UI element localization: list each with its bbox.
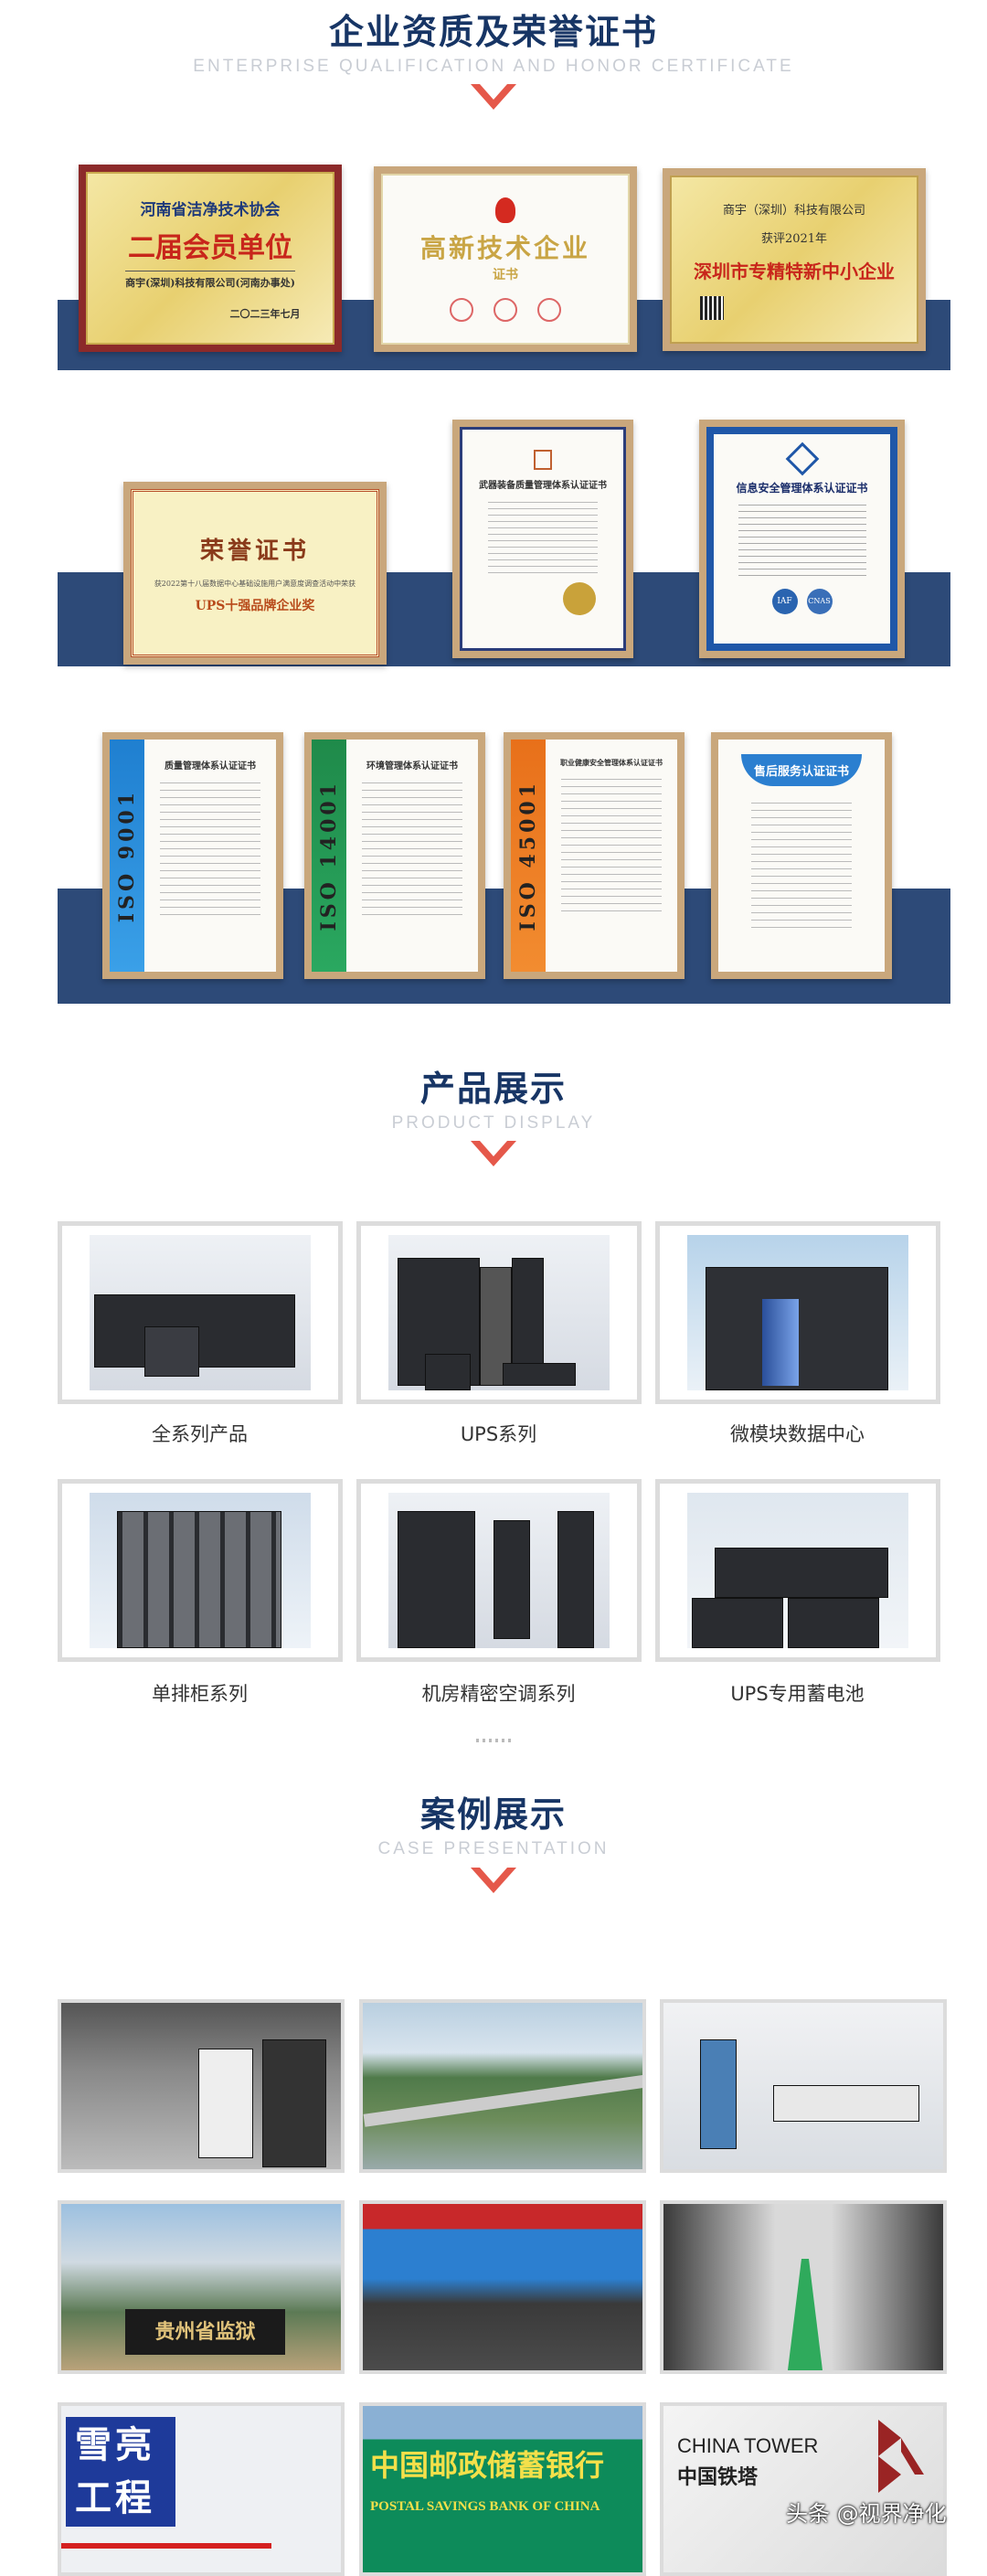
certificate-specialized-sme[interactable]: 商宇（深圳）科技有限公司 获评2021年 深圳市专精特新中小企业 [663,168,926,351]
product-card-all-series[interactable] [58,1221,343,1404]
cert-title: 信息安全管理体系认证证书 [736,482,868,495]
product-label: UPS系列 [460,1423,537,1445]
iso-standard: ISO 45001 [516,780,540,931]
cert-title: 环境管理体系认证证书 [366,761,458,772]
cases-subtitle: CASE PRESENTATION [377,1839,610,1858]
product-card-ups[interactable] [356,1221,642,1404]
cert-body-text [488,502,598,575]
cert-title: 质量管理体系认证证书 [164,761,256,772]
product-card-micro-module[interactable] [655,1221,940,1404]
emblem-icon [495,197,515,223]
case-sign: 雪亮工程 [66,2417,175,2527]
certificate-iso45001[interactable]: ISO 45001 职业健康安全管理体系认证证书 [504,732,685,979]
qr-code-icon [700,295,724,320]
cert-body-text [561,779,662,916]
honors-subtitle: ENTERPRISE QUALIFICATION AND HONOR CERTI… [193,57,794,76]
certificate-weapon-quality[interactable]: 武器装备质量管理体系认证证书 [452,420,633,658]
seal-icon [537,297,561,322]
cnas-logo: CNAS [806,589,833,614]
cert-title: 二届会员单位 [128,231,292,264]
cert-award: UPS十强品牌企业奖 [195,599,315,613]
seal-icon [450,297,473,322]
products-subtitle: PRODUCT DISPLAY [391,1113,596,1133]
cert-line: 获2022第十八届数据中心基础设施用户满意度调查活动中荣获 [154,580,356,588]
divider-dots [476,1739,513,1742]
certificate-iso9001[interactable]: ISO 9001 质量管理体系认证证书 [102,732,283,979]
honors-title: 企业资质及荣誉证书 [328,12,658,52]
case-sign-en: CHINA TOWER [677,2434,819,2457]
logo-icon [534,450,552,470]
case-photo-server-room[interactable] [58,1999,345,2173]
case-photo-xueliang[interactable]: 雪亮工程 [58,2402,345,2576]
cases-title: 案例展示 [419,1794,567,1835]
chevron-down-icon [471,1868,516,1893]
iso-standard: ISO 14001 [317,780,341,931]
case-photo-prison[interactable]: 贵州省监狱 [58,2200,345,2374]
case-photo-conference[interactable] [359,2200,646,2374]
cert-body-text [362,782,462,920]
product-label: 全系列产品 [152,1423,248,1445]
case-photo-lab[interactable] [660,1999,947,2173]
case-photo-highway-bridge[interactable] [359,1999,646,2173]
certificate-iso14001[interactable]: ISO 14001 环境管理体系认证证书 [304,732,485,979]
certificate-info-security[interactable]: 信息安全管理体系认证证书 IAF CNAS [699,420,905,658]
certificate-high-tech[interactable]: 高新技术企业 证书 [374,166,637,352]
cert-body-text [738,505,866,578]
certificate-member-unit[interactable]: 河南省洁净技术协会 二届会员单位 商宇(深圳)科技有限公司(河南办事处) 二〇二… [79,165,342,352]
cert-title: 高新技术企业 [419,232,590,263]
cert-title: 武器装备质量管理体系认证证书 [479,481,607,491]
iaf-logo: IAF [771,589,798,614]
cert-date: 二〇二三年七月 [229,307,301,320]
cert-body-text [160,782,260,920]
chevron-down-icon [471,1141,516,1166]
iso-standard: ISO 9001 [115,788,139,923]
cert-title: 售后服务认证证书 [740,754,862,786]
chevron-down-icon [471,84,516,110]
cert-title: 深圳市专精特新中小企业 [694,260,895,282]
product-label: 微模块数据中心 [730,1423,865,1445]
cert-line: 获评2021年 [760,231,828,246]
product-card-single-row-cabinet[interactable] [58,1479,343,1662]
product-card-precision-ac[interactable] [356,1479,642,1662]
product-label: 机房精密空调系列 [421,1683,576,1705]
case-photo-postal-bank[interactable]: 中国邮政储蓄银行 POSTAL SAVINGS BANK OF CHINA [359,2402,646,2576]
cert-sub: 证书 [493,267,518,282]
case-sign: 中国邮政储蓄银行 [370,2448,605,2483]
case-sign: 贵州省监狱 [125,2309,285,2355]
case-photo-cable-tunnel[interactable] [660,2200,947,2374]
cert-title: 荣誉证书 [199,538,310,565]
logo-icon [785,442,819,476]
case-photo-china-tower[interactable]: CHINA TOWER 中国铁塔 [660,2402,947,2576]
product-label: 单排柜系列 [152,1683,248,1705]
product-card-ups-battery[interactable] [655,1479,940,1662]
china-tower-logo [878,2420,924,2493]
gold-seal-icon [563,582,596,615]
certificate-after-sales[interactable]: 售后服务认证证书 [711,732,892,979]
seal-icon [494,297,517,322]
product-label: UPS专用蓄电池 [730,1683,865,1705]
watermark: 头条 @视界净化 [786,2501,947,2527]
cert-company: 商宇（深圳）科技有限公司 [722,203,865,218]
products-title: 产品展示 [419,1069,567,1109]
case-sign: 中国铁塔 [677,2466,759,2489]
certificate-honor[interactable]: 荣誉证书 获2022第十八届数据中心基础设施用户满意度调查活动中荣获 UPS十强… [123,482,387,665]
cert-title: 职业健康安全管理体系认证证书 [560,758,663,767]
case-sign-en: POSTAL SAVINGS BANK OF CHINA [370,2499,600,2514]
cert-org: 河南省洁净技术协会 [140,200,281,219]
cert-body-text [751,803,852,931]
cert-company: 商宇(深圳)科技有限公司(河南办事处) [125,270,295,290]
